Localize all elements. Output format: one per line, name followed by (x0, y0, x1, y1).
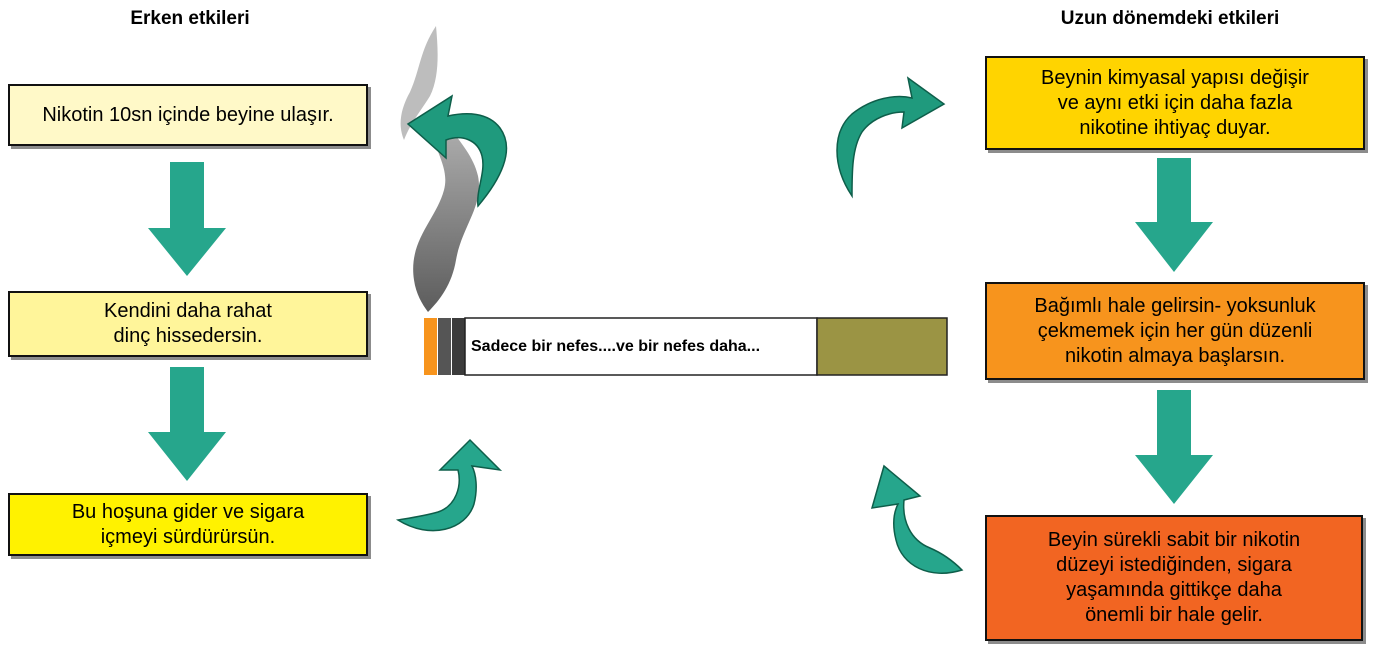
curved-arrow-top-right (837, 78, 944, 196)
down-arrow-left-2 (148, 367, 226, 481)
down-arrow-right-2 (1135, 390, 1213, 504)
down-arrow-left-1 (148, 162, 226, 276)
down-arrow-right-1 (1135, 158, 1213, 272)
cigarette-label: Sadece bir nefes....ve bir nefes daha... (471, 318, 817, 375)
curved-arrow-bottom-right (872, 466, 962, 573)
curved-arrow-bottom-left (398, 440, 500, 531)
